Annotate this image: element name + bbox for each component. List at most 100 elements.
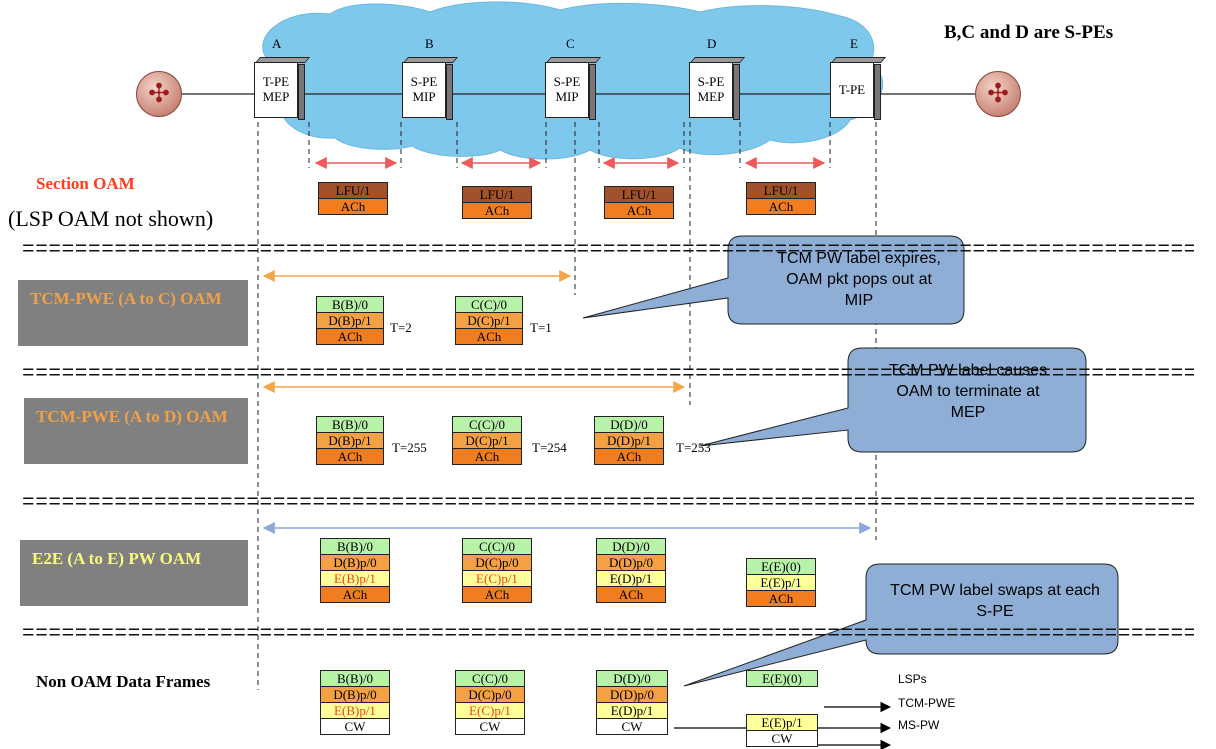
cell: CW	[455, 718, 525, 735]
cell: E(E)p/1	[746, 714, 818, 731]
node-c-letter: C	[566, 36, 575, 51]
cell: ACh	[455, 328, 523, 345]
cell: ACh	[318, 198, 388, 215]
cell: E(B)p/1	[320, 570, 390, 587]
cell: CW	[746, 730, 818, 747]
cell: D(C)p/0	[455, 686, 525, 703]
node-a-label: T-PE MEP	[262, 74, 290, 104]
cell: ACh	[320, 586, 390, 603]
node-d-switch: S-PE MEP	[689, 57, 746, 124]
left-router-icon: ✣	[136, 71, 182, 117]
tcm-ac-ttl-1: T=2	[390, 320, 412, 335]
node-d-label: S-PE MEP	[697, 74, 725, 104]
separator-4: ========================================…	[22, 628, 1194, 642]
legend-ms-pw: MS-PW	[898, 718, 940, 732]
cell: D(D)/0	[594, 416, 664, 433]
data-hop-4-bottom: E(E)p/1 CW	[746, 714, 818, 747]
cell: LFU/1	[746, 182, 816, 199]
node-b-letter: B	[425, 36, 434, 51]
cell: D(D)p/0	[596, 554, 666, 571]
node-e-switch: T-PE	[830, 57, 887, 124]
cell: ACh	[594, 448, 664, 465]
cell: E(D)p/1	[596, 570, 666, 587]
cell: D(C)p/1	[455, 312, 523, 329]
node-c-label: S-PE MIP	[553, 74, 581, 104]
node-d-letter: D	[707, 36, 717, 51]
cell: B(B)/0	[320, 670, 390, 687]
cell: ACh	[316, 328, 384, 345]
header-note: B,C and D are S-PEs	[944, 22, 1114, 43]
cell: ACh	[746, 198, 816, 215]
data-hop-2: C(C)/0 D(C)p/0 E(C)p/1 CW	[455, 670, 525, 735]
cell: D(D)/0	[596, 670, 668, 687]
cell: C(C)/0	[455, 670, 525, 687]
tcm-ad-label: TCM-PWE (A to D) OAM	[24, 398, 248, 464]
cell: E(E)(0)	[746, 558, 816, 575]
tcm-ac-ttl-2: T=1	[530, 320, 552, 335]
cell: C(C)/0	[452, 416, 522, 433]
cell: ACh	[604, 202, 674, 219]
cell: D(D)p/0	[596, 686, 668, 703]
tcm-ad-hop-1: B(B)/0 D(B)p/1 ACh	[316, 416, 384, 465]
cell: E(B)p/1	[320, 702, 390, 719]
callout-2	[699, 347, 1087, 453]
cell: ACh	[452, 448, 522, 465]
separator-2: ========================================…	[22, 368, 1194, 382]
cell: LFU/1	[604, 186, 674, 203]
cell: ACh	[746, 590, 816, 607]
tcm-ad-ttl-3: T=253	[676, 440, 711, 455]
callout-1	[582, 235, 965, 325]
e2e-hop-1: B(B)/0 D(B)p/0 E(B)p/1 ACh	[320, 538, 390, 603]
cell: E(E)p/1	[746, 574, 816, 591]
cell: ACh	[596, 586, 666, 603]
section-oam-subtitle: (LSP OAM not shown)	[8, 206, 214, 231]
callout-1-text: TCM PW label expires, OAM pkt pops out a…	[777, 250, 941, 309]
cell: ACh	[462, 202, 532, 219]
cell: ACh	[316, 448, 384, 465]
cell: C(C)/0	[455, 296, 523, 313]
node-e-label: T-PE	[838, 82, 866, 97]
cell: E(D)p/1	[596, 702, 668, 719]
node-c-switch: S-PE MIP	[545, 57, 602, 124]
cell: D(C)p/1	[452, 432, 522, 449]
cell: C(C)/0	[462, 538, 532, 555]
cell: ACh	[462, 586, 532, 603]
node-b-switch: S-PE MIP	[402, 57, 459, 124]
e2e-label: E2E (A to E) PW OAM	[20, 540, 248, 606]
callout-3	[683, 563, 1119, 687]
cell: D(B)p/0	[320, 686, 390, 703]
cell: E(C)p/1	[455, 702, 525, 719]
cell: D(B)p/0	[320, 554, 390, 571]
data-hop-4-top: E(E)(0)	[746, 670, 818, 687]
node-a-switch: T-PE MEP	[254, 57, 311, 124]
data-hop-1: B(B)/0 D(B)p/0 E(B)p/1 CW	[320, 670, 390, 735]
section-hop-4: LFU/1 ACh	[746, 182, 816, 215]
cell: D(B)p/1	[316, 312, 384, 329]
right-router-icon: ✣	[975, 71, 1021, 117]
tcm-ac-hop-2: C(C)/0 D(C)p/1 ACh	[455, 296, 523, 345]
cell: LFU/1	[462, 186, 532, 203]
data-frames-label: Non OAM Data Frames	[36, 672, 211, 691]
cell: D(B)p/1	[316, 432, 384, 449]
callout-2-text: TCM PW label causes OAM to terminate at …	[888, 362, 1048, 421]
tcm-ac-label: TCM-PWE (A to C) OAM	[18, 280, 248, 346]
section-hop-2: LFU/1 ACh	[462, 186, 532, 219]
data-hop-3: D(D)/0 D(D)p/0 E(D)p/1 CW	[596, 670, 668, 735]
node-guide-lines	[257, 122, 877, 690]
cell: CW	[596, 718, 668, 735]
tcm-ac-hop-1: B(B)/0 D(B)p/1 ACh	[316, 296, 384, 345]
cell: B(B)/0	[316, 296, 384, 313]
cell: D(D)p/1	[594, 432, 664, 449]
section-oam-title: Section OAM	[36, 174, 135, 193]
e2e-hop-2: C(C)/0 D(C)p/0 E(C)p/1 ACh	[462, 538, 532, 603]
section-hop-3: LFU/1 ACh	[604, 186, 674, 219]
separator-3: ========================================…	[22, 497, 1194, 511]
cell: D(D)/0	[596, 538, 666, 555]
node-a-letter: A	[272, 36, 282, 51]
e2e-hop-3: D(D)/0 D(D)p/0 E(D)p/1 ACh	[596, 538, 666, 603]
tcm-ad-ttl-2: T=254	[532, 440, 567, 455]
cell: E(C)p/1	[462, 570, 532, 587]
tcm-ad-ttl-1: T=255	[392, 440, 427, 455]
